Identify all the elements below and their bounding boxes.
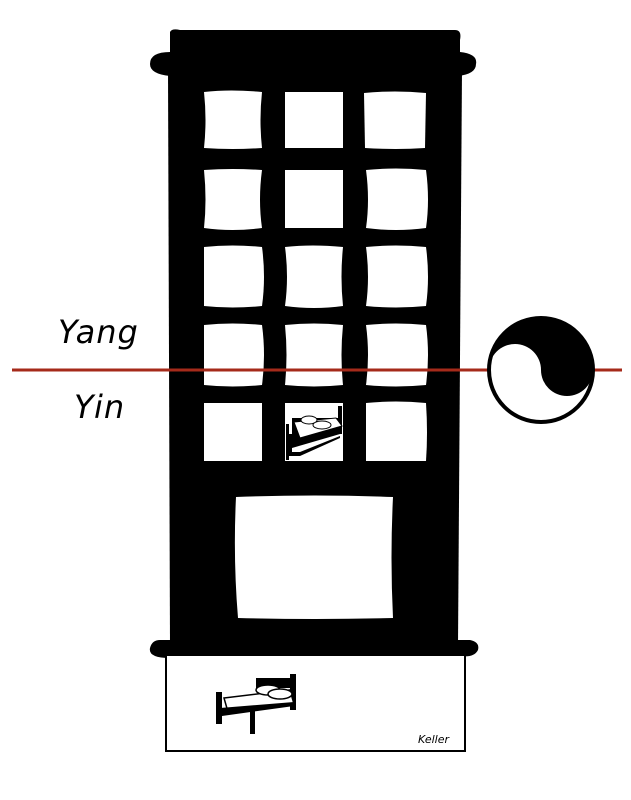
window	[366, 168, 428, 230]
signature: Keller	[418, 733, 449, 746]
window	[204, 245, 264, 308]
window	[204, 403, 262, 461]
large-window	[234, 495, 393, 619]
basement-box	[165, 654, 466, 752]
yang-label: Yang	[58, 313, 139, 351]
window	[366, 245, 428, 308]
window	[204, 169, 262, 230]
window	[285, 245, 343, 308]
bed-icon	[286, 406, 343, 460]
window	[366, 401, 427, 461]
window	[366, 323, 428, 387]
window	[285, 170, 343, 228]
yin-label: Yin	[74, 388, 126, 426]
window	[285, 92, 343, 148]
window	[364, 91, 426, 149]
window	[285, 323, 343, 387]
window	[204, 323, 264, 387]
yin-yang-icon	[487, 316, 595, 424]
window	[204, 90, 262, 149]
bed-icon	[216, 674, 296, 734]
